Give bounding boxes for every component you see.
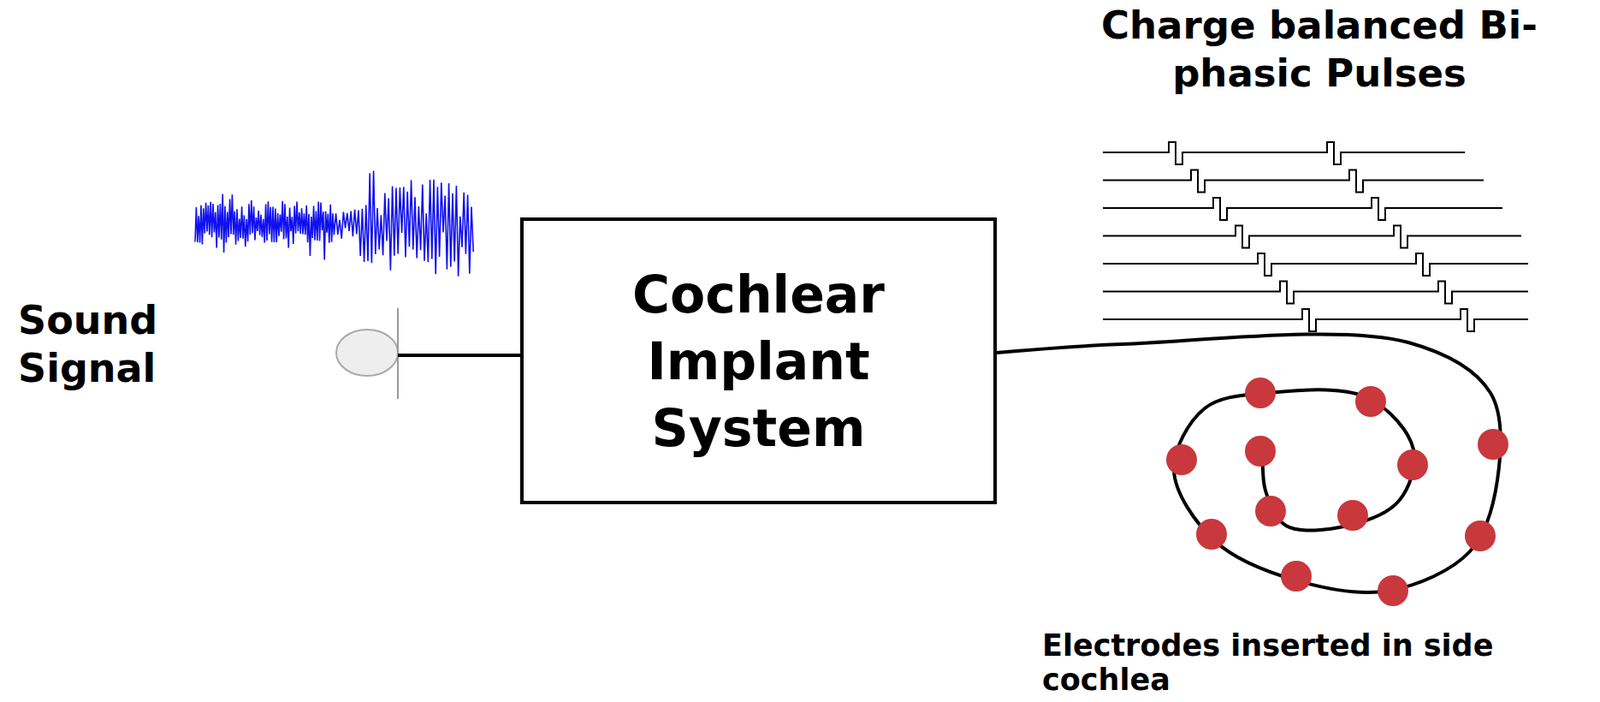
electrode	[1397, 449, 1429, 480]
electrode	[1244, 435, 1276, 467]
electrode	[1377, 574, 1409, 606]
sound-waveform	[195, 171, 474, 277]
electrode	[1464, 520, 1496, 552]
electrode-lead	[996, 333, 1501, 593]
electrode	[1280, 560, 1312, 592]
electrode	[1196, 518, 1227, 550]
electrode	[1337, 499, 1369, 531]
electrodes	[1166, 377, 1509, 606]
pulse-trains	[1102, 142, 1529, 332]
electrode	[1244, 377, 1276, 409]
electrode	[1255, 495, 1286, 527]
microphone-wire	[397, 353, 522, 357]
biphasic-pulse-train	[1102, 308, 1529, 332]
biphasic-pulse-train	[1102, 197, 1503, 220]
microphone-symbol	[336, 329, 398, 376]
biphasic-pulse-train	[1102, 142, 1465, 165]
input-label: Sound Signal	[17, 296, 224, 392]
electrode	[1477, 428, 1509, 460]
biphasic-pulse-train	[1102, 281, 1529, 304]
biphasic-pulse-train	[1102, 170, 1484, 193]
electrode	[1355, 385, 1387, 417]
biphasic-pulse-train	[1102, 253, 1529, 276]
electrode	[1166, 444, 1198, 475]
electrode-label: Electrodes inserted in side cochlea	[1042, 628, 1522, 697]
box-title: Cochlear Implant System	[579, 260, 939, 462]
process-box: Cochlear Implant System	[520, 217, 997, 504]
biphasic-pulse-train	[1102, 225, 1522, 249]
output-label: Charge balanced Bi-phasic Pulses	[1045, 1, 1594, 98]
